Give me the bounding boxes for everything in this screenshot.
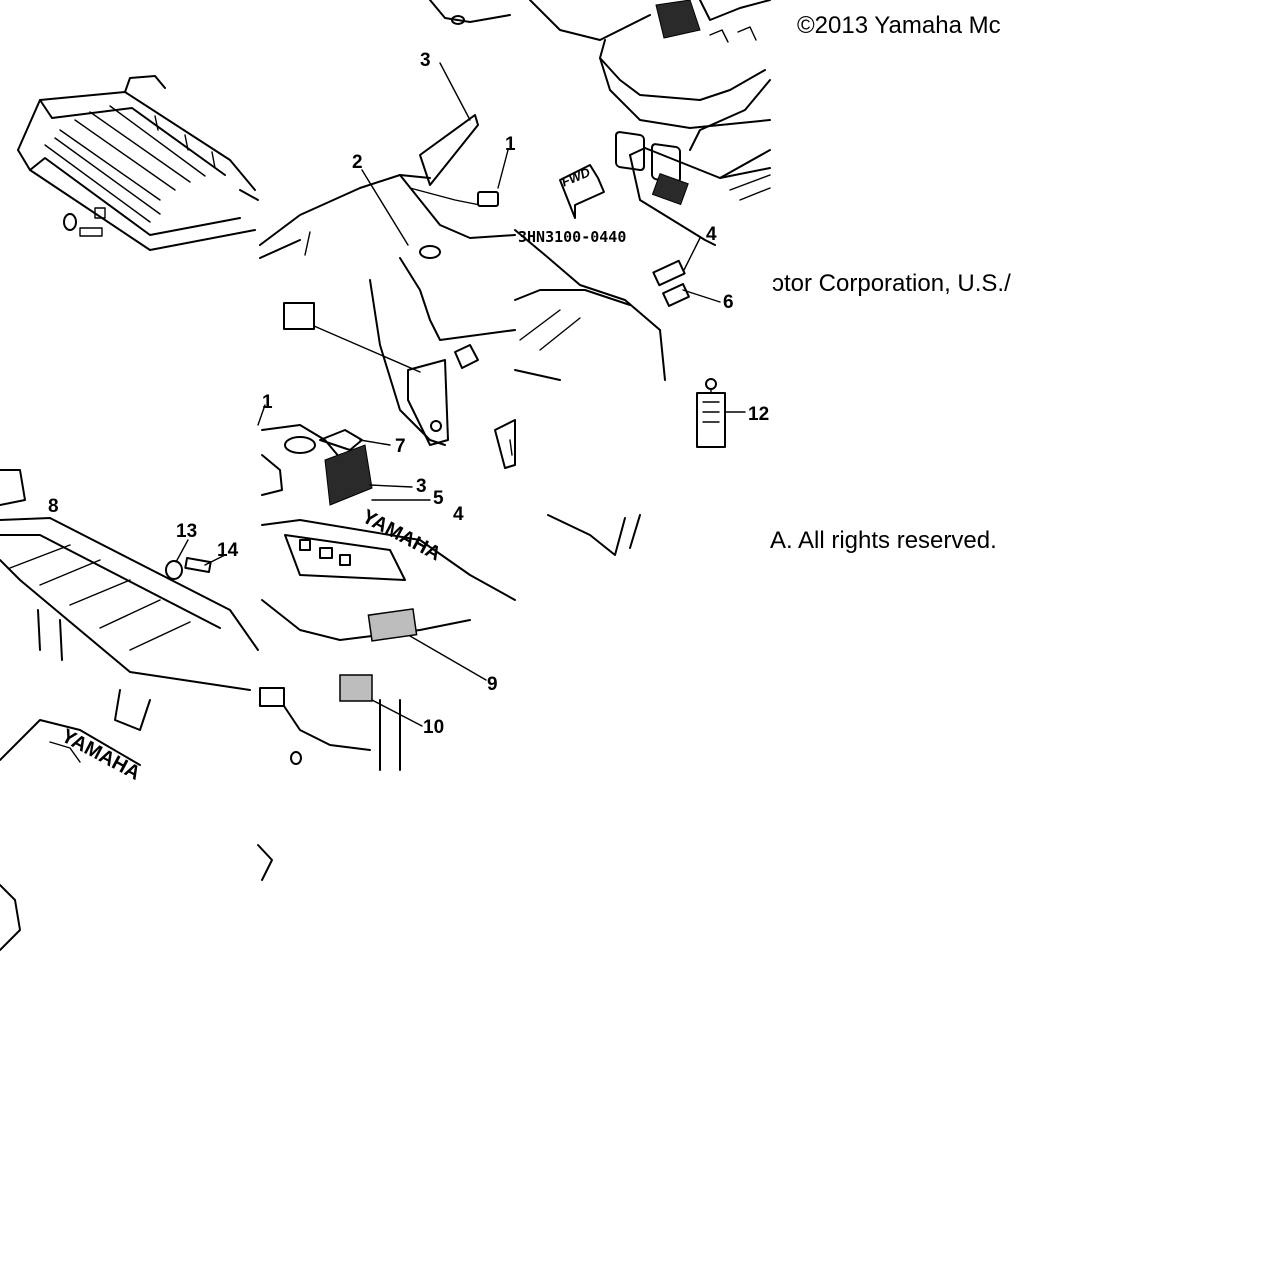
brand-mark-rack: YAMAHA	[58, 725, 144, 785]
callout-numbers: 3 2 1 4 6 12 1 7 3 5 4 8 13 14 9 10	[48, 50, 769, 738]
callout-7: 7	[395, 436, 406, 457]
callout-5: 5	[433, 488, 444, 509]
copyright-line-3: A. All rights reserved.	[770, 527, 997, 554]
copyright-line-1: ©2013 Yamaha Mc	[797, 12, 1001, 39]
rear-fender-side	[259, 229, 726, 556]
callout-14: 14	[217, 540, 239, 561]
rear-fender-top	[257, 424, 516, 881]
callout-1b: 1	[262, 392, 273, 413]
callout-3b: 3	[416, 476, 427, 497]
callout-6: 6	[723, 292, 734, 313]
callout-13: 13	[176, 521, 197, 542]
brand-mark-fender: YAMAHA	[358, 506, 444, 566]
callout-12: 12	[748, 404, 769, 425]
copyright-line-2: ɔtor Corporation, U.S./	[772, 270, 1011, 297]
front-fender-illustration	[529, 0, 771, 246]
leader-lines	[175, 62, 746, 727]
rear-rack-illustration	[17, 75, 259, 251]
callout-3a: 3	[420, 50, 431, 71]
tail-light-fragment	[429, 0, 511, 25]
forward-arrow-label: FWD	[559, 164, 593, 189]
part-number: 3HN3100-0440	[518, 228, 626, 246]
callout-10: 10	[423, 717, 444, 738]
callout-4a: 4	[706, 224, 717, 245]
callout-4b: 4	[453, 504, 464, 525]
rear-rack-lower	[0, 469, 259, 951]
callout-9: 9	[487, 674, 498, 695]
rear-fender-upper	[259, 114, 516, 259]
callout-8: 8	[48, 496, 59, 517]
callout-2: 2	[352, 152, 363, 173]
callout-1a: 1	[505, 134, 516, 155]
